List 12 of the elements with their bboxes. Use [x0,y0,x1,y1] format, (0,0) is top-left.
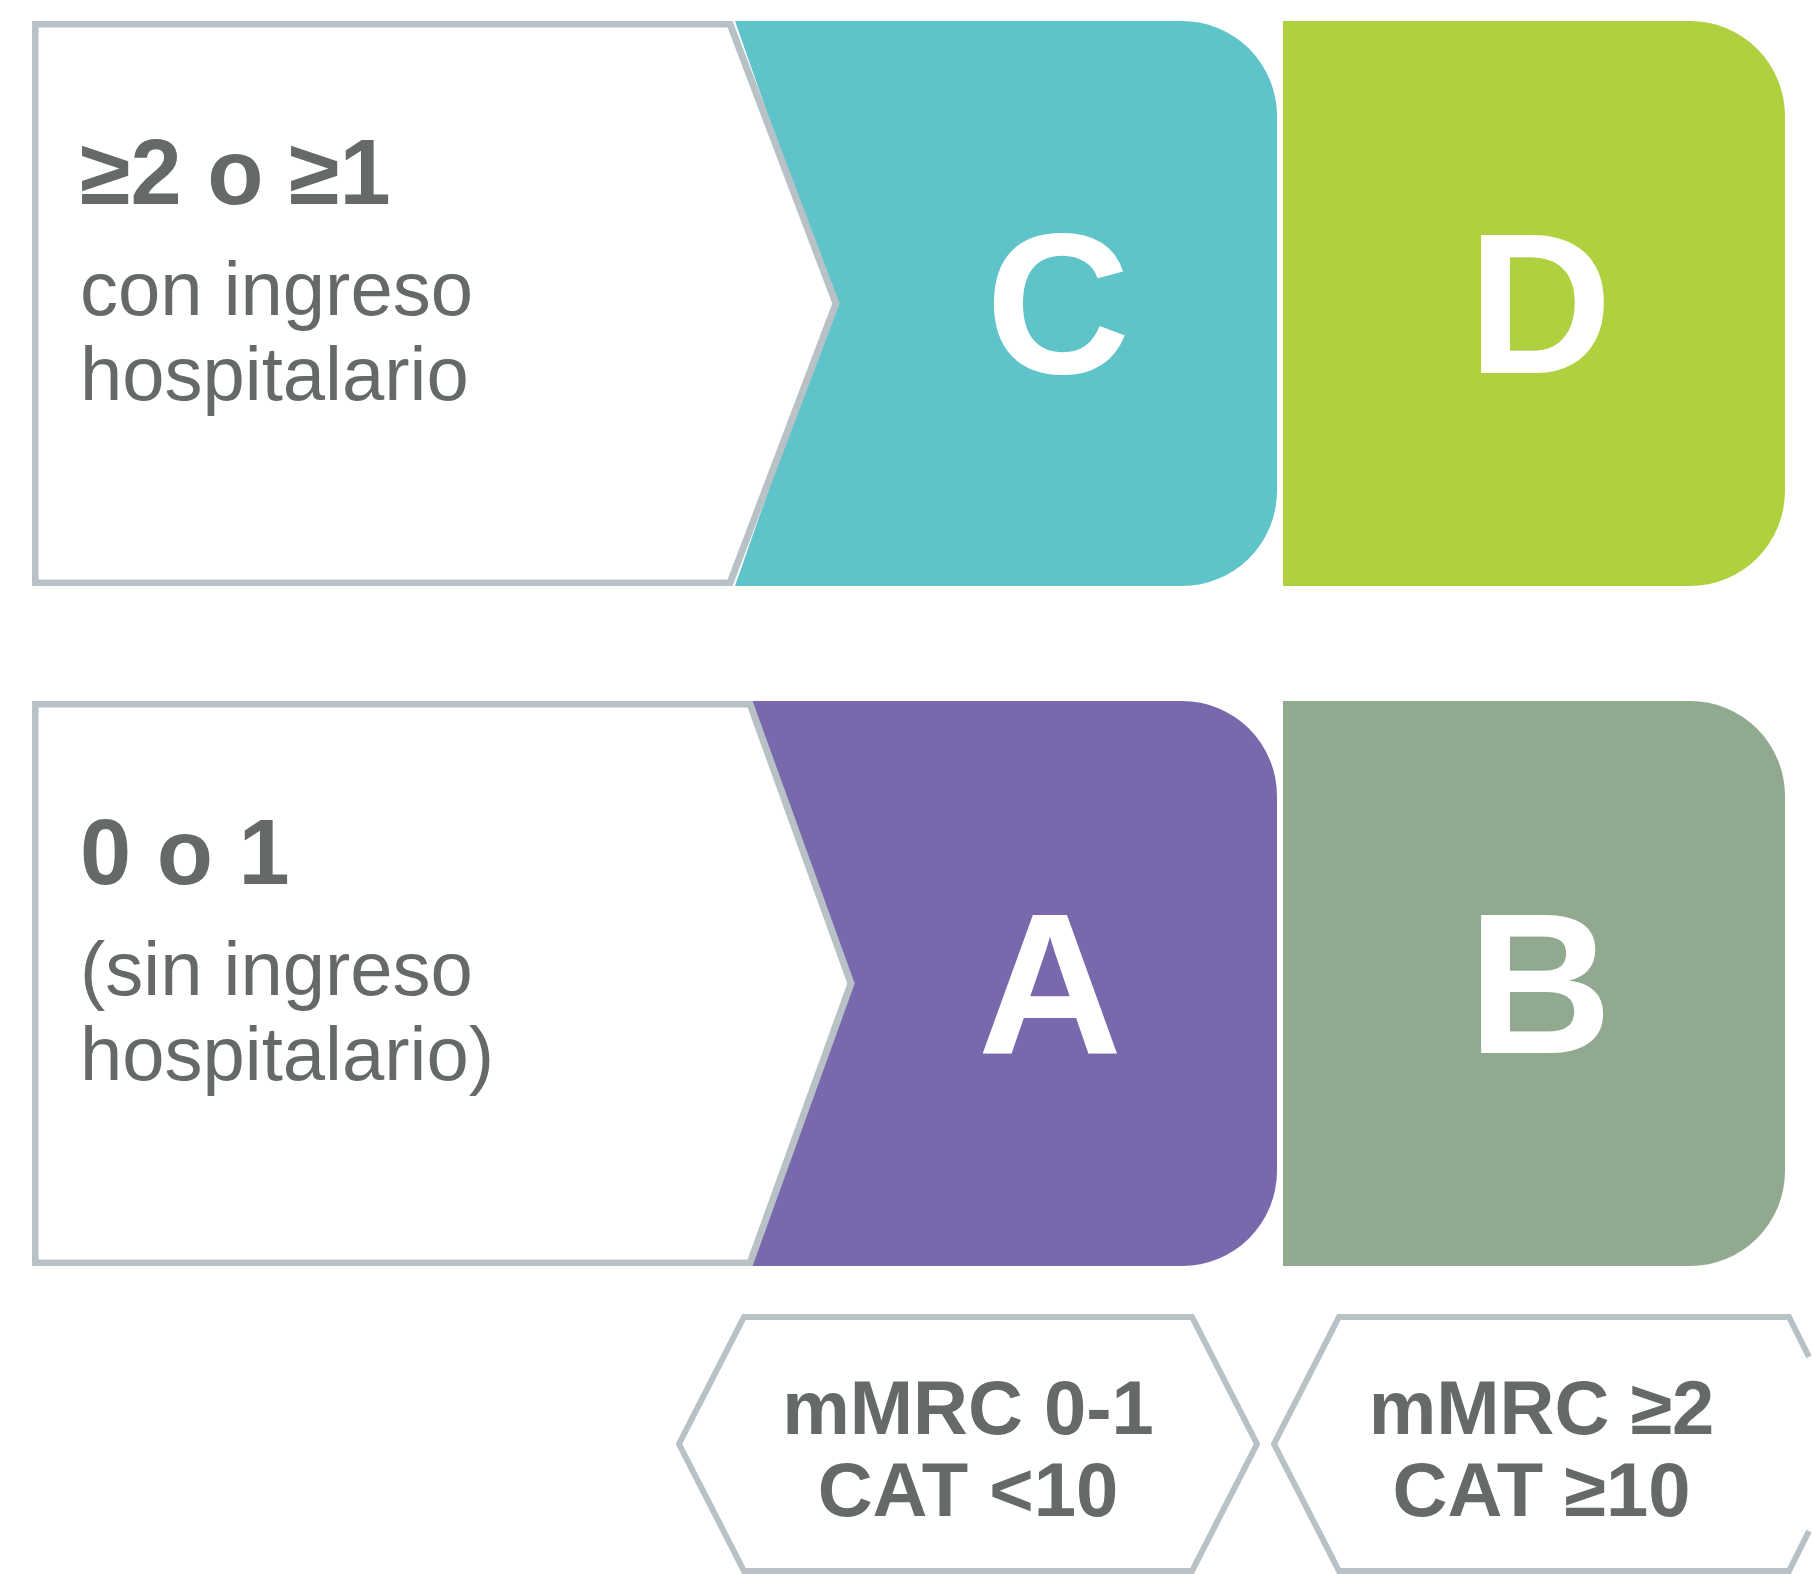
group-letter: A [977,883,1123,1084]
symptom-score: mMRC ≥2 [1368,1366,1715,1449]
symptom-score: mMRC 0-1 [782,1366,1154,1449]
group-letter: D [1467,203,1613,404]
risk-description: (sin ingreso hospitalario) [80,926,495,1097]
risk-heading: 0 o 1 [80,806,290,898]
group-letter: B [1467,883,1613,1084]
symptom-score: CAT <10 [817,1449,1119,1532]
risk-description: con ingreso hospitalario [80,246,474,417]
risk-heading: ≥2 o ≥1 [80,126,391,218]
group-letter: C [985,203,1131,404]
symptom-score: CAT ≥10 [1392,1449,1691,1532]
